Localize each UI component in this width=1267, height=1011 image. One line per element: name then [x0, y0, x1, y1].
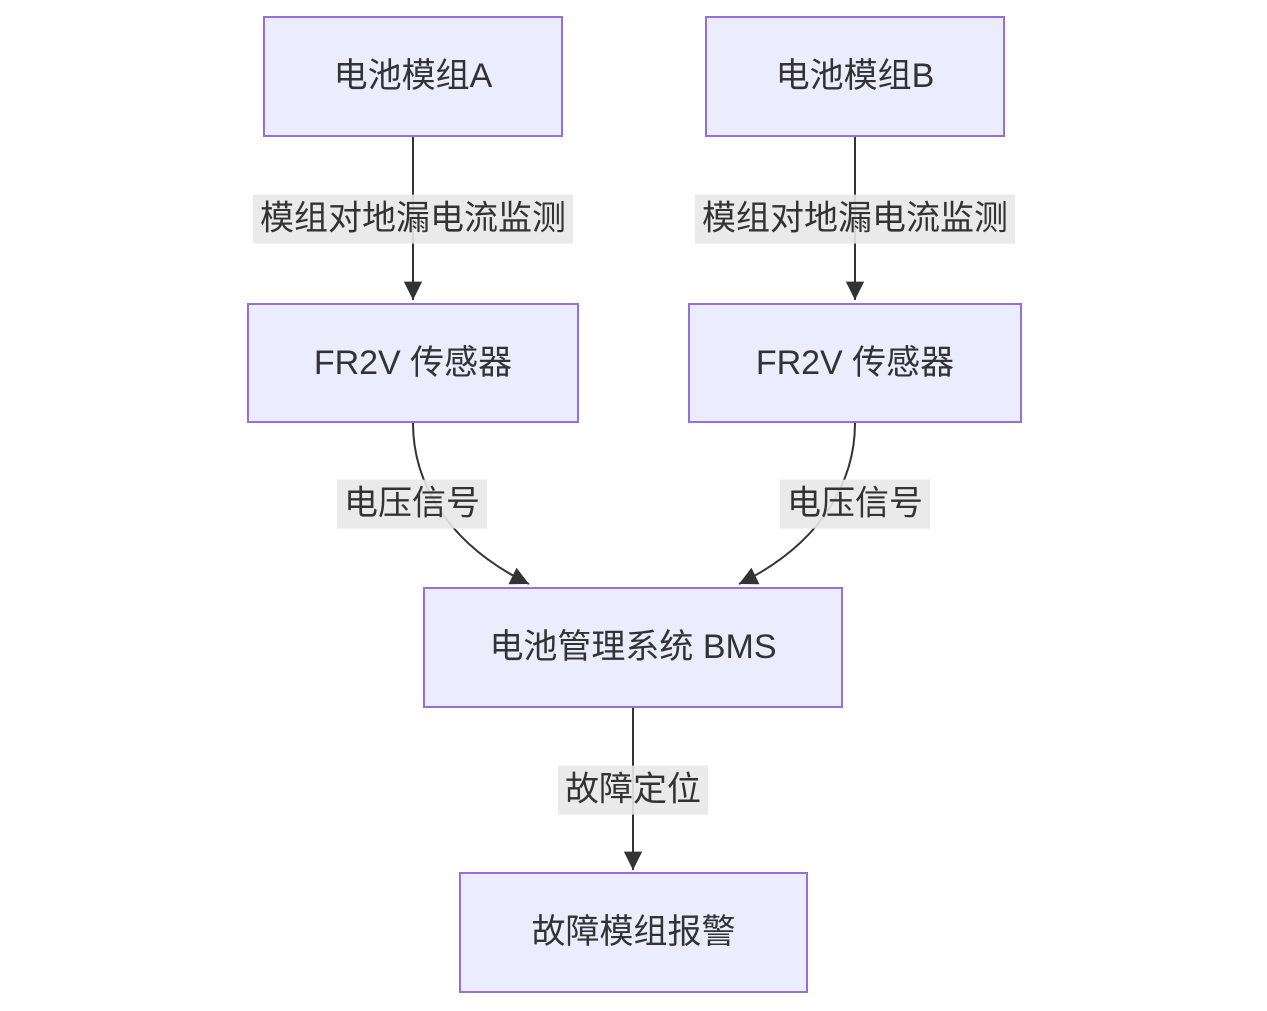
- edge-label-fault-locating: 故障定位: [558, 765, 708, 815]
- node-battery-module-a: 电池模组A: [263, 16, 563, 137]
- node-bms: 电池管理系统 BMS: [423, 587, 843, 708]
- edge-label-voltage-signal-a: 电压信号: [337, 479, 487, 529]
- node-battery-module-b: 电池模组B: [705, 16, 1005, 137]
- node-fr2v-sensor-b: FR2V 传感器: [688, 303, 1022, 423]
- edge-label-leak-current-a: 模组对地漏电流监测: [253, 194, 573, 244]
- node-fr2v-sensor-a: FR2V 传感器: [247, 303, 579, 423]
- edge-label-leak-current-b: 模组对地漏电流监测: [695, 194, 1015, 244]
- edge-label-voltage-signal-b: 电压信号: [780, 479, 930, 529]
- node-fault-module-alarm: 故障模组报警: [459, 872, 808, 993]
